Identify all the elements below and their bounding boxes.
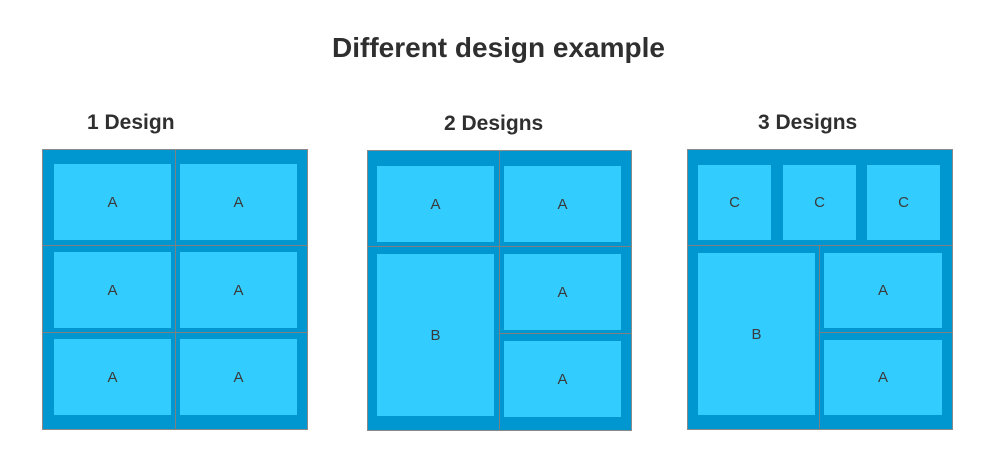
- cell-a: A: [180, 164, 297, 240]
- diagram-title: Different design example: [332, 32, 665, 63]
- grid-divider: [175, 150, 176, 430]
- heading-design-1: 1 Design: [87, 111, 175, 134]
- cell-c: C: [698, 165, 771, 240]
- cell-a: A: [180, 252, 297, 328]
- cell-c: C: [867, 165, 940, 240]
- cell-a: A: [504, 341, 621, 417]
- panel-design-2: A A B A A: [367, 150, 632, 431]
- panel-design-3: C C C B A A: [687, 149, 953, 430]
- panel-design-1: A A A A A A: [42, 149, 308, 430]
- heading-design-2: 2 Designs: [444, 112, 544, 135]
- cell-c: C: [783, 165, 856, 240]
- cell-a: A: [54, 252, 171, 328]
- cell-a: A: [504, 254, 621, 330]
- cell-a: A: [54, 339, 171, 415]
- grid-divider: [368, 246, 632, 247]
- heading-design-3: 3 Designs: [758, 111, 858, 134]
- grid-divider: [499, 333, 631, 334]
- cell-b: B: [377, 254, 494, 416]
- cell-b: B: [698, 253, 815, 415]
- cell-a: A: [54, 164, 171, 240]
- cell-a: A: [824, 340, 942, 415]
- cell-a: A: [824, 253, 942, 328]
- grid-divider: [499, 151, 500, 431]
- cell-a: A: [180, 339, 297, 415]
- grid-divider: [819, 332, 952, 333]
- grid-divider: [43, 332, 307, 333]
- cell-a: A: [377, 166, 494, 242]
- grid-divider: [819, 245, 820, 430]
- grid-divider: [43, 245, 307, 246]
- grid-divider: [688, 245, 952, 246]
- cell-a: A: [504, 166, 621, 242]
